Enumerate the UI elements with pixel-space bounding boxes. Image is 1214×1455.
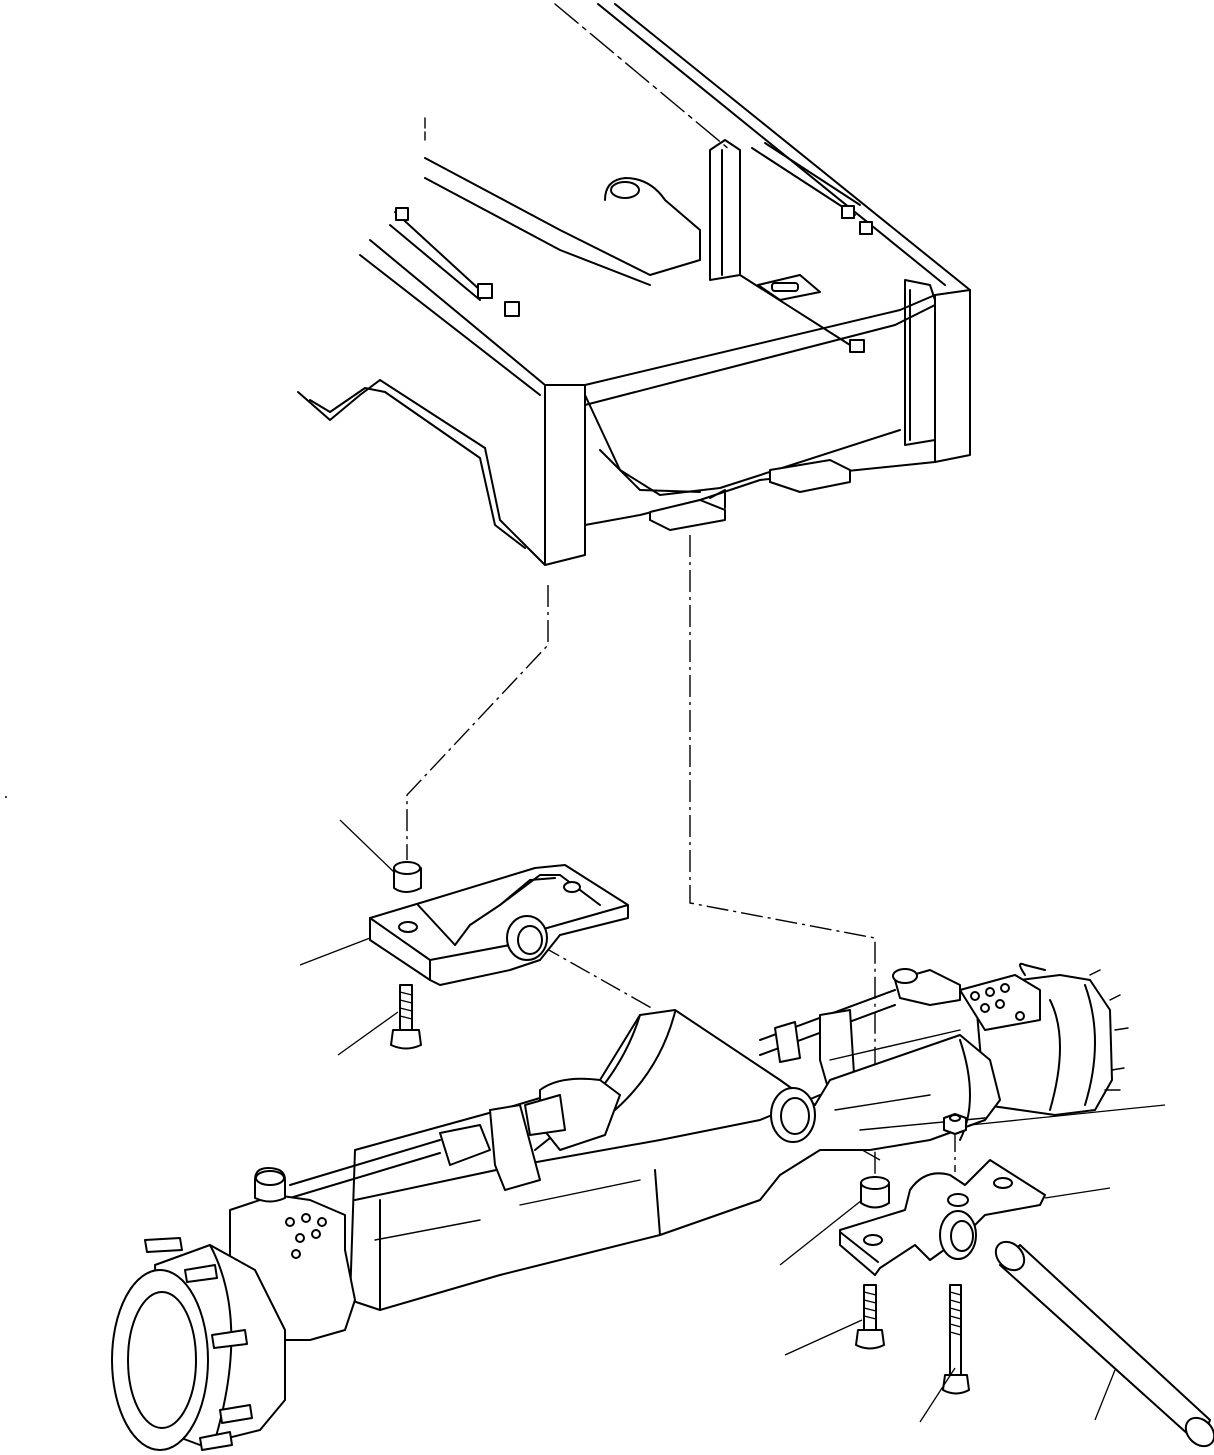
nut-rear xyxy=(943,1113,967,1135)
stray-dot xyxy=(5,796,7,798)
axle-housing xyxy=(111,962,1129,1451)
frame xyxy=(297,3,971,566)
bolt-rear-right xyxy=(942,1284,970,1395)
bracket-rear xyxy=(839,1159,1046,1276)
bushing-front xyxy=(393,861,422,893)
wheel-studs-left xyxy=(144,1237,253,1451)
bolt-rear-left xyxy=(855,1284,885,1350)
bolt-front xyxy=(390,984,422,1050)
leader-lines xyxy=(299,819,1166,1423)
mounting-bracket-front xyxy=(369,864,629,986)
bushing-rear xyxy=(860,1176,890,1209)
pivot-pin xyxy=(994,1240,1214,1448)
